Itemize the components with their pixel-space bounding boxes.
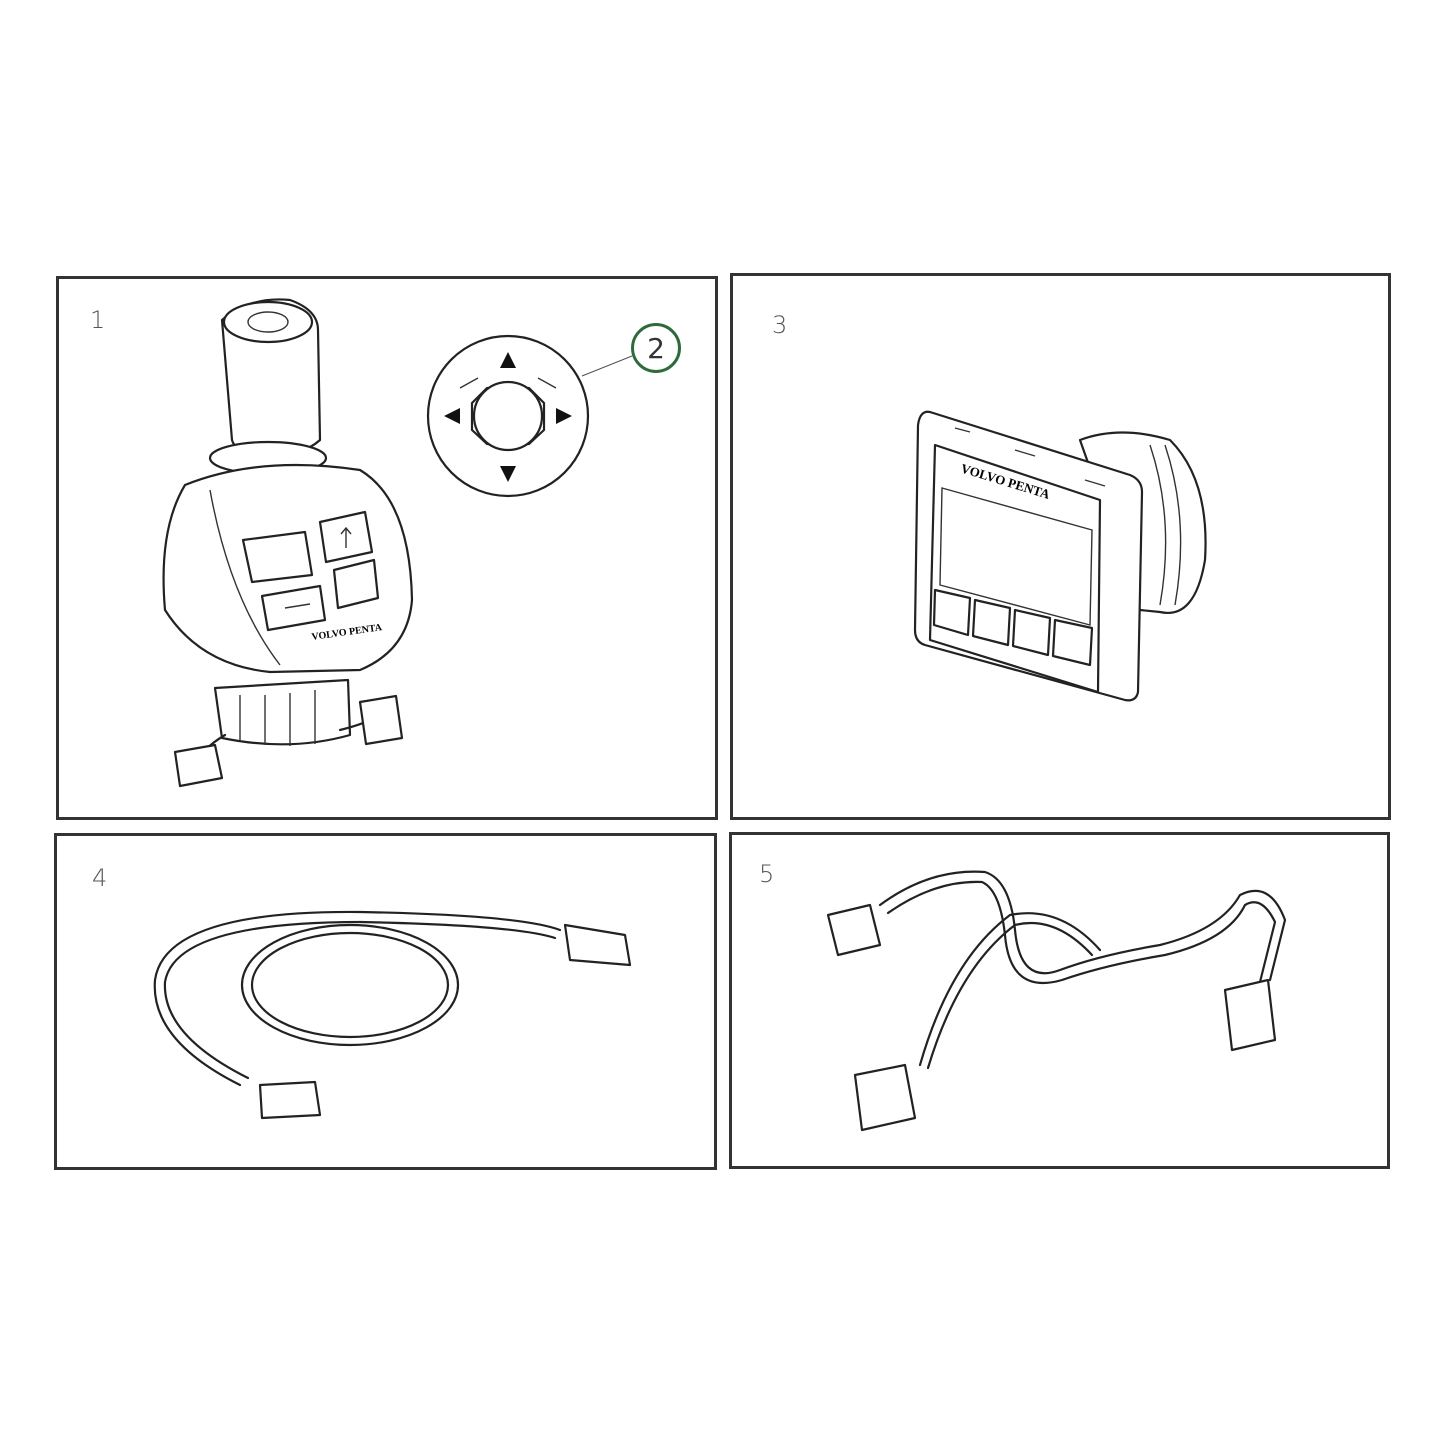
item-number-5: 5 xyxy=(759,860,775,888)
callout-2: 2 xyxy=(631,323,681,373)
panel-cable xyxy=(54,833,717,1170)
item-number-4: 4 xyxy=(92,864,108,892)
item-number-3: 3 xyxy=(772,311,788,339)
panel-y-cable xyxy=(729,832,1390,1169)
item-number-1: 1 xyxy=(90,306,106,334)
